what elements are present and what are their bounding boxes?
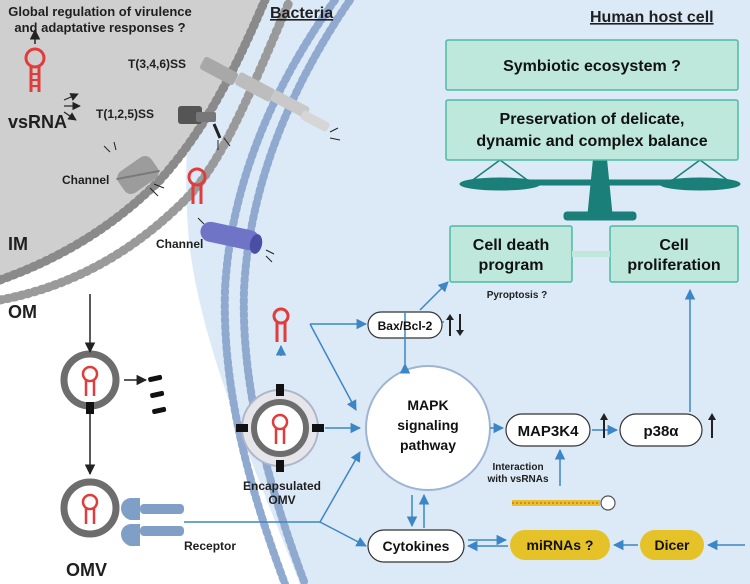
symbiotic-text: Symbiotic ecosystem ? — [503, 58, 681, 75]
host-membrane-channel — [200, 221, 263, 254]
p38-text: p38α — [643, 423, 679, 440]
interaction-text-line1: Interaction — [492, 462, 543, 473]
secretion-t125-label: T(1,2,5)SS — [96, 107, 154, 121]
map3k4-node — [505, 413, 591, 447]
global-question-line2: and adaptative responses ? — [14, 20, 185, 35]
omv-vesicle-2 — [60, 478, 120, 538]
symbiotic-box — [445, 39, 739, 91]
membrane-omv-marks — [148, 374, 167, 415]
host-channel-burst-marks — [197, 217, 275, 263]
host-membrane-outer-leaflet — [220, 0, 339, 584]
receptor-label: Receptor — [184, 539, 236, 553]
im-label: IM — [8, 234, 28, 254]
encapsulated-label-line1: Encapsulated — [243, 479, 321, 493]
p38-node — [619, 413, 703, 447]
regulation-arrows — [446, 314, 716, 438]
dicer-node — [640, 530, 704, 560]
mirna-duplex — [512, 495, 616, 511]
vsrna-release-arrows — [63, 93, 81, 121]
mapk-text-line3: pathway — [400, 437, 456, 453]
dicer-text: Dicer — [654, 537, 690, 553]
proliferation-text-line2: proliferation — [627, 257, 720, 274]
signaling-arrows — [184, 281, 745, 552]
mirnas-node — [510, 530, 610, 560]
cytokines-node — [367, 529, 465, 563]
host-membrane-inner-leaflet — [239, 0, 354, 584]
inner-membrane — [0, 0, 270, 285]
vsrna-label: vsRNA — [8, 112, 67, 132]
bax-text: Bax/Bcl-2 — [378, 319, 433, 333]
heading-host: Human host cell — [590, 9, 714, 26]
bacteria-cytoplasm — [0, 0, 265, 280]
channel-host-label: Channel — [156, 237, 203, 251]
receptor — [121, 498, 184, 546]
encapsulated-omv — [236, 384, 324, 472]
heading-bacteria: Bacteria — [270, 5, 333, 22]
channel-burst-marks — [103, 141, 165, 197]
omv-vesicle-1 — [60, 350, 120, 414]
bacterial-channel — [116, 156, 160, 194]
pyroptosis-text: Pyroptosis ? — [487, 290, 548, 301]
mapk-text-line1: MAPK — [407, 397, 448, 413]
secretion-t346-label: T(3,4,6)SS — [128, 57, 186, 71]
channel-outer-label: Channel — [62, 173, 109, 187]
cytokines-text: Cytokines — [383, 538, 450, 554]
vsrna-hairpin-host — [272, 307, 290, 342]
mapk-text-line2: signaling — [397, 417, 458, 433]
outer-membrane — [0, 0, 295, 305]
secretion-burst-marks — [217, 127, 341, 150]
secretion-system-t125 — [178, 106, 222, 139]
balance-box — [445, 99, 739, 161]
balance-text-line1: Preservation of delicate, — [500, 111, 685, 128]
balance-text-line2: dynamic and complex balance — [476, 133, 707, 150]
global-question-line1: Global regulation of virulence — [8, 4, 191, 19]
cell-death-text-line2: program — [479, 257, 544, 274]
mirnas-text: miRNAs ? — [527, 537, 594, 553]
balance-scale — [459, 153, 741, 221]
map3k4-text: MAP3K4 — [518, 423, 580, 440]
vsrna-hairpin-bacteria — [24, 47, 46, 92]
om-label: OM — [8, 302, 37, 322]
proliferation-text-line1: Cell — [659, 237, 688, 254]
secretion-system-t346 — [199, 56, 330, 132]
omv-label: OMV — [66, 560, 107, 580]
cell-death-text-line1: Cell death — [473, 237, 549, 254]
encapsulated-label-line2: OMV — [268, 493, 295, 507]
vsrna-hairpin-periplasm — [187, 167, 207, 204]
interaction-text-line2: with vsRNAs — [486, 474, 549, 485]
